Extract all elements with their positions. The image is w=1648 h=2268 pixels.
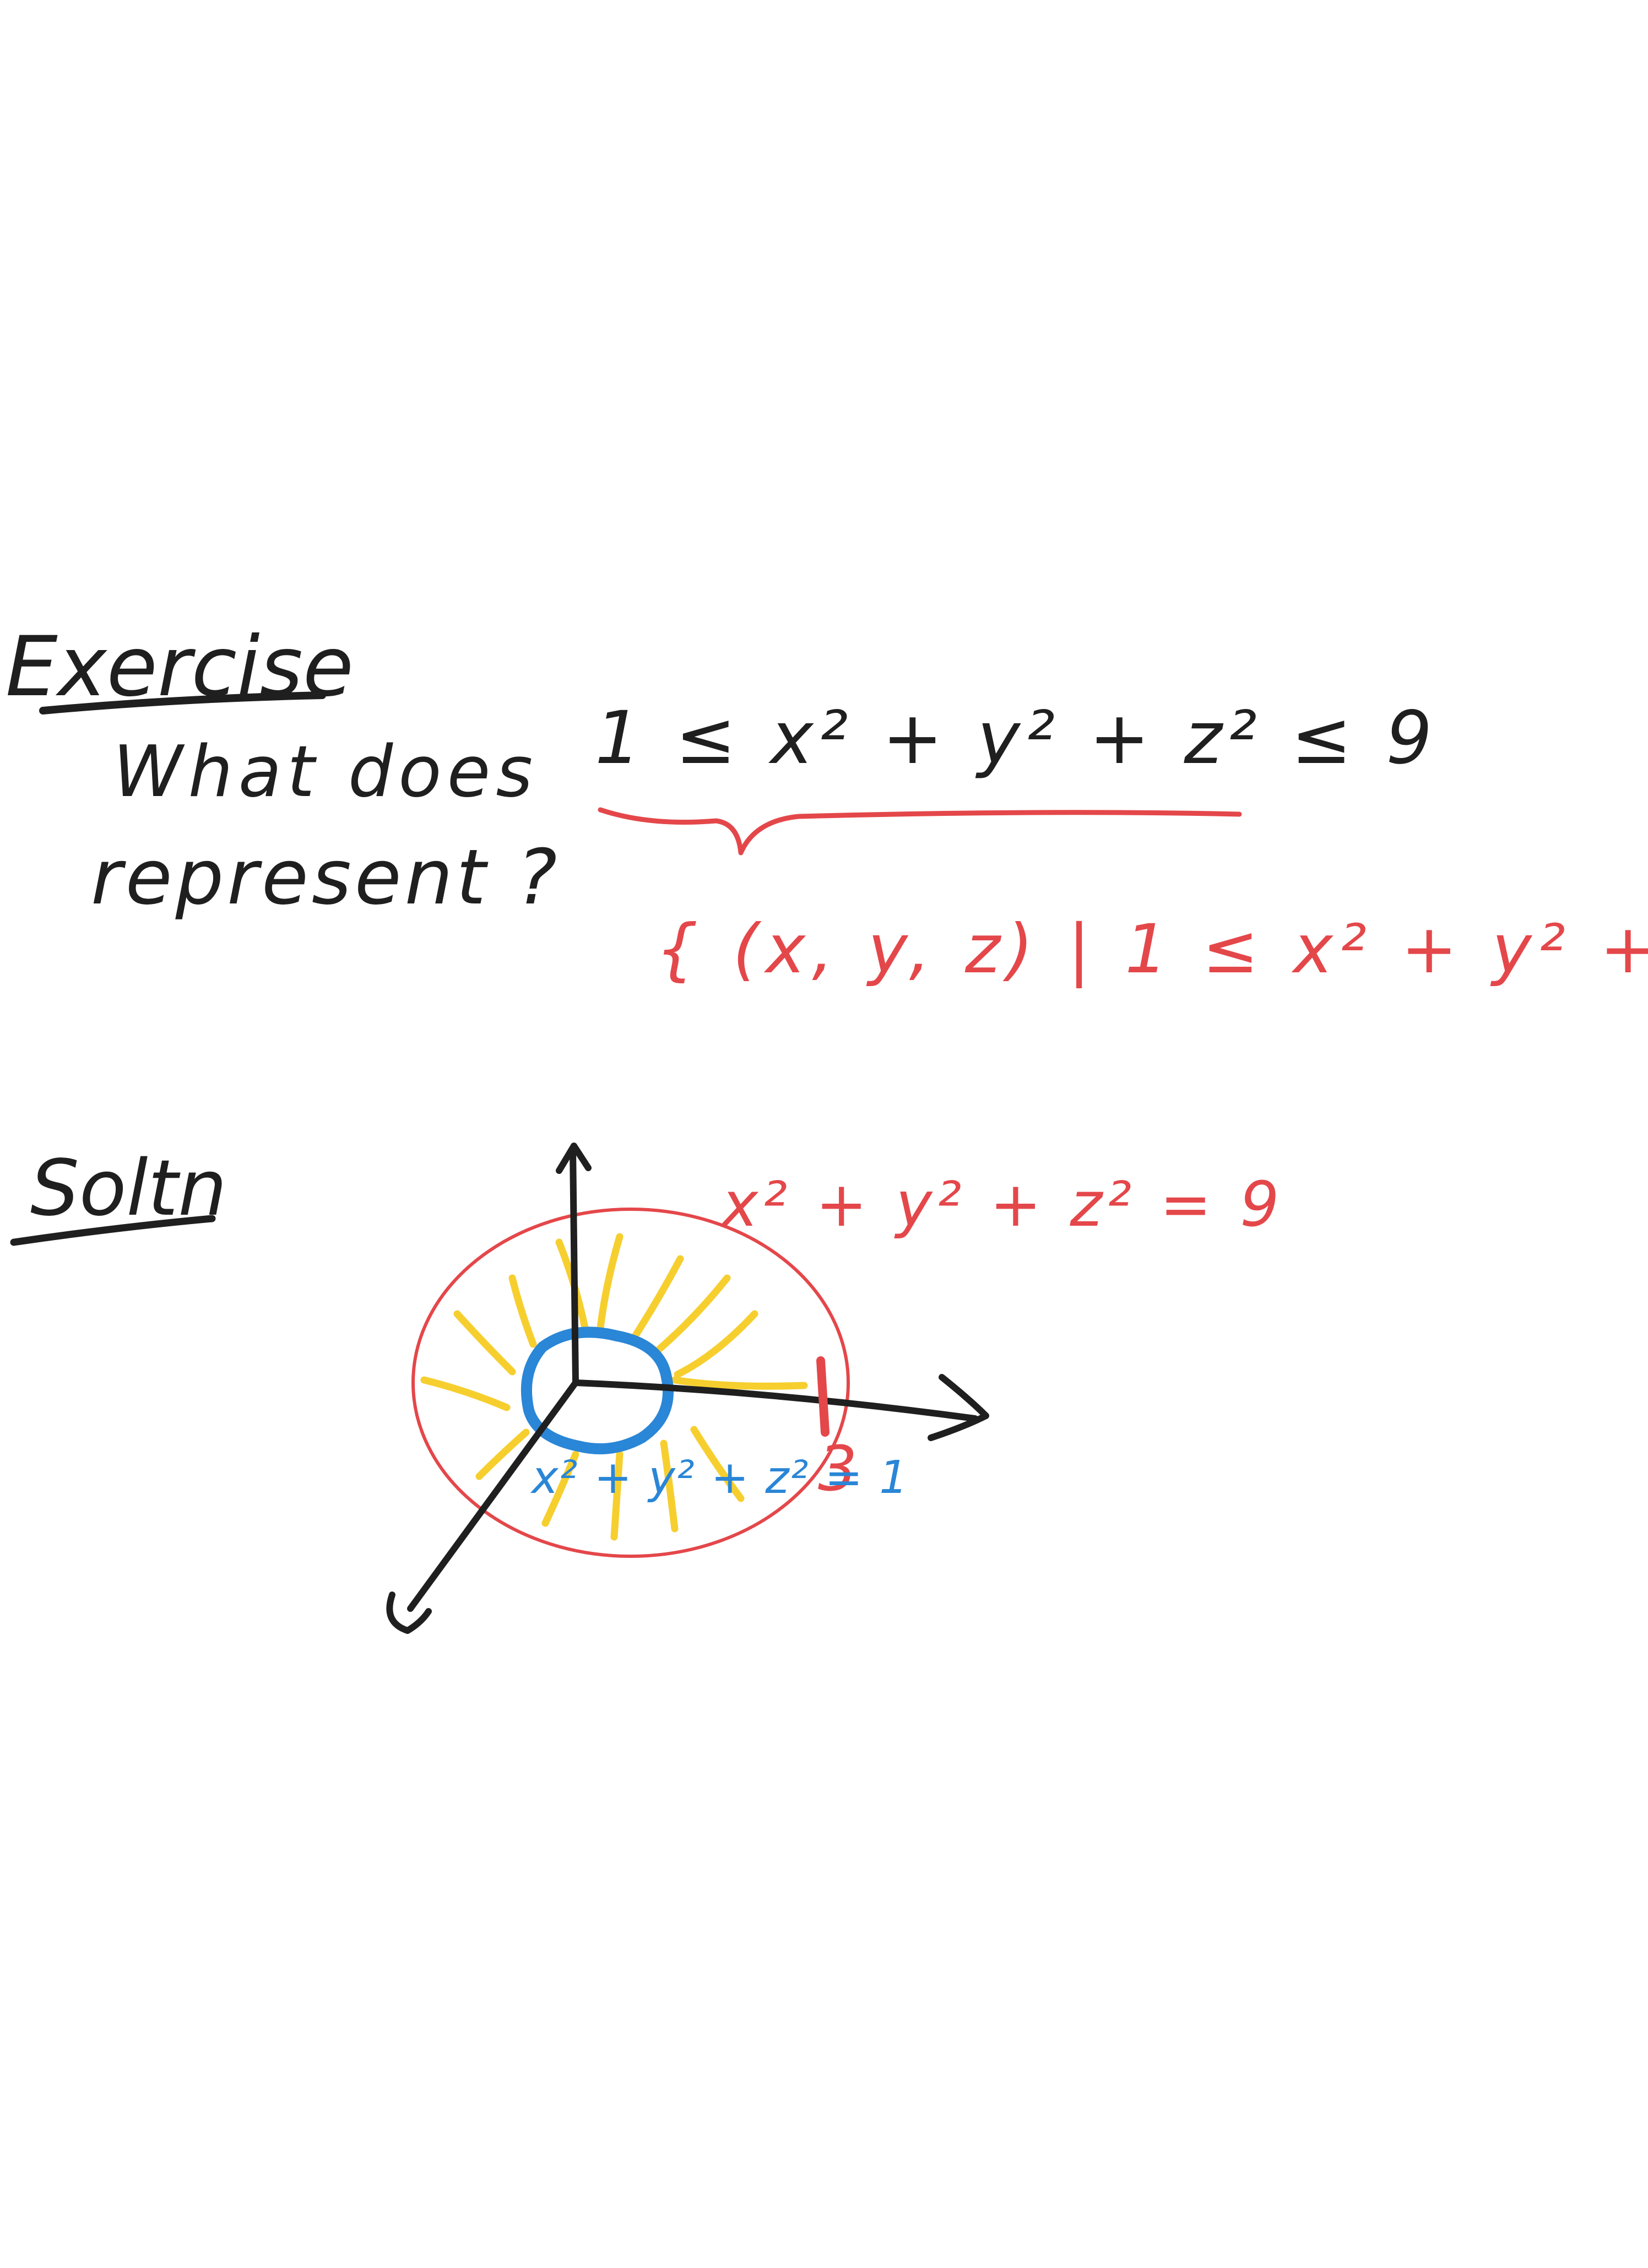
shell-shading — [420, 1233, 808, 1541]
exercise-section: Exercise What does represent ? 1 ≤ x² + … — [6, 619, 1648, 988]
inner-sphere — [521, 1327, 674, 1454]
radius-label: 3 — [818, 1433, 857, 1505]
solution-heading-underline — [10, 1215, 216, 1246]
z-axis-arrowhead — [556, 1143, 592, 1174]
solution-section: Soltn — [10, 1143, 1283, 1634]
outer-sphere — [411, 1208, 850, 1558]
y-axis-arrowhead — [386, 1592, 432, 1634]
x-axis — [572, 1379, 978, 1422]
inequality-expression: 1 ≤ x² + y² + z² ≤ 9 — [595, 696, 1438, 781]
y-axis — [407, 1379, 579, 1612]
z-axis — [570, 1145, 579, 1386]
underbrace — [598, 807, 1242, 856]
coordinate-axes — [386, 1143, 989, 1634]
x-axis-arrowhead — [928, 1374, 989, 1441]
radius-tick — [816, 1356, 830, 1437]
question-line-1: What does — [113, 731, 538, 813]
set-notation: { (x, y, z) | 1 ≤ x² + y² + z² ≤ 9 } — [655, 910, 1648, 988]
outer-sphere-label: x² + y² + z² = 9 — [720, 1169, 1283, 1241]
inner-sphere-label: x² + y² + z² = 1 — [530, 1452, 909, 1504]
exercise-heading-underline — [39, 691, 326, 714]
question-line-2: represent ? — [91, 833, 560, 922]
